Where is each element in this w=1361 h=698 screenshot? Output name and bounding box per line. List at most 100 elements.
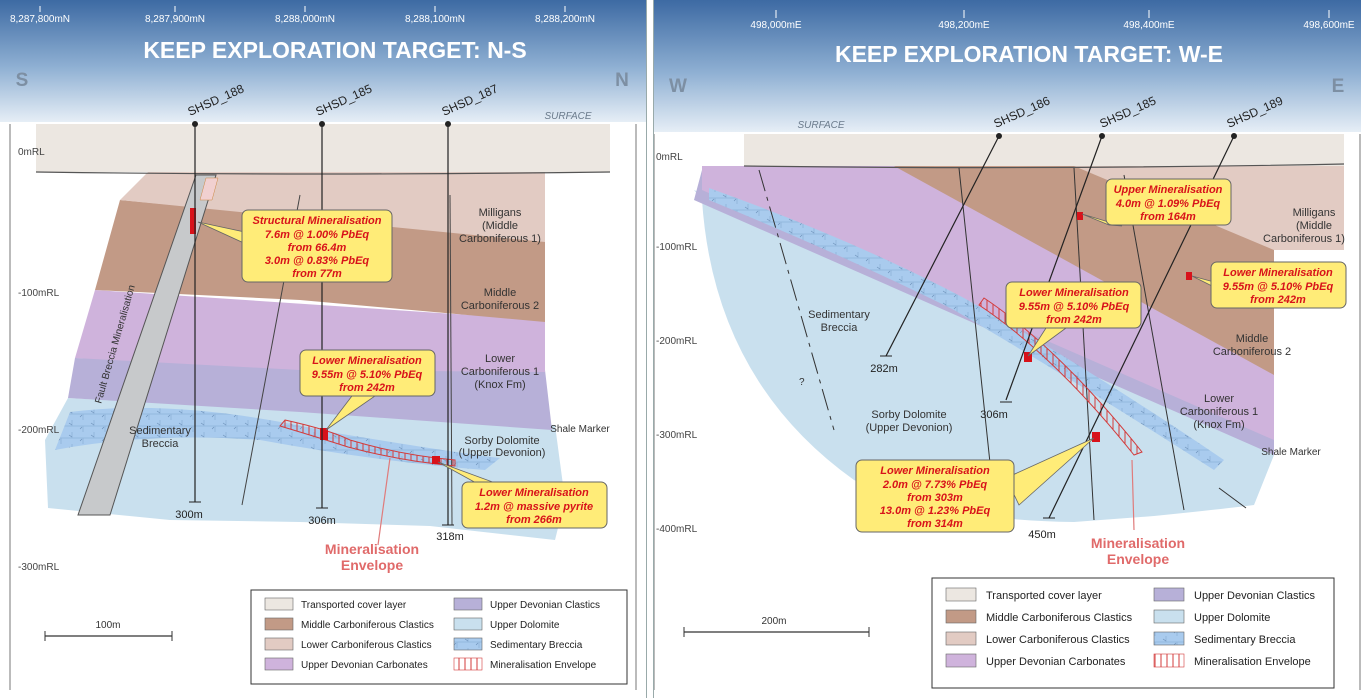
cross-section-we-figure: 498,000mE 498,200mE 498,400mE 498,600mE … — [654, 0, 1361, 690]
callout-title: Lower Mineralisation — [312, 355, 422, 367]
legend-label: Lower Carboniferous Clastics — [986, 634, 1130, 646]
unit-label: Carboniferous 1) — [1263, 233, 1345, 245]
legend-label: Upper Dolomite — [490, 620, 560, 631]
uncertain-mark: ? — [799, 377, 805, 388]
unit-label: (Upper Devonion) — [866, 422, 953, 434]
header-band — [0, 0, 646, 122]
callout-lower: Lower Mineralisation 9.55m @ 5.10% PbEq … — [299, 349, 436, 431]
callout-lower-right: Lower Mineralisation 9.55m @ 5.10% PbEq … — [1191, 261, 1347, 309]
unit-label: Sedimentary — [129, 425, 191, 437]
unit-label: Carboniferous 1 — [461, 366, 539, 378]
unit-label: (Upper Devonion) — [459, 447, 546, 459]
legend: Transported cover layer Middle Carbonife… — [931, 577, 1335, 689]
cross-section-we-panel: 498,000mE 498,200mE 498,400mE 498,600mE … — [653, 0, 1361, 698]
callout-title: Lower Mineralisation — [880, 465, 990, 477]
rl-label: 0mRL — [656, 152, 683, 163]
easting-label: 498,000mE — [750, 20, 801, 31]
surface-label: SURFACE — [544, 111, 591, 122]
unit-label: Middle — [484, 287, 516, 299]
section-title: KEEP EXPLORATION TARGET: W-E — [835, 41, 1223, 67]
unit-label: (Middle — [482, 220, 518, 232]
callout-line: 1.2m @ massive pyrite — [475, 501, 593, 513]
rl-label: -400mRL — [656, 524, 698, 535]
rl-label: -100mRL — [18, 288, 60, 299]
legend-label: Upper Devonian Clastics — [490, 600, 600, 611]
callout-line: 4.0m @ 1.09% PbEq — [1115, 198, 1221, 210]
unit-label: Breccia — [142, 438, 180, 450]
northing-label: 8,288,000mN — [275, 14, 335, 25]
callout-line: from 242m — [1046, 314, 1102, 326]
unit-label: Carboniferous 1) — [459, 233, 541, 245]
hole-depth: 300m — [175, 509, 203, 521]
callout-line: 7.6m @ 1.00% PbEq — [265, 229, 370, 241]
callout-title: Lower Mineralisation — [479, 487, 589, 499]
rl-label: 0mRL — [18, 147, 45, 158]
envelope-label: Envelope — [1107, 551, 1169, 567]
direction-label-w: W — [669, 76, 687, 97]
unit-label: Sorby Dolomite — [871, 409, 946, 421]
callout-line: from 242m — [339, 382, 395, 394]
shale-marker-label: Shale Marker — [550, 424, 610, 435]
legend-label: Middle Carboniferous Clastics — [301, 620, 434, 631]
northing-label: 8,287,800mN — [10, 14, 70, 25]
cross-section-ns-panel: 8,287,800mN 8,287,900mN 8,288,000mN 8,28… — [0, 0, 647, 698]
legend: Transported cover layer Middle Carbonife… — [250, 589, 628, 685]
scale-bar-label: 100m — [95, 620, 120, 631]
callout-line: 2.0m @ 7.73% PbEq — [882, 479, 988, 491]
section-title: KEEP EXPLORATION TARGET: N-S — [143, 37, 526, 63]
envelope-label: Envelope — [341, 557, 403, 573]
direction-label-e: E — [1332, 76, 1345, 97]
northing-label: 8,288,100mN — [405, 14, 465, 25]
callout-structural: Structural Mineralisation 7.6m @ 1.00% P… — [197, 209, 393, 283]
hole-depth: 306m — [980, 409, 1008, 421]
callout-line: 9.55m @ 5.10% PbEq — [312, 369, 423, 381]
legend-label: Sedimentary Breccia — [490, 640, 583, 651]
hole-depth: 282m — [870, 363, 898, 375]
unit-label: Milligans — [1293, 207, 1336, 219]
callout-line: from 314m — [907, 518, 963, 530]
legend-label: Middle Carboniferous Clastics — [986, 612, 1133, 624]
unit-label: Middle — [1236, 333, 1268, 345]
callout-title: Upper Mineralisation — [1114, 184, 1223, 196]
legend-label: Upper Devonian Clastics — [1194, 590, 1316, 602]
callout-line: 9.55m @ 5.10% PbEq — [1019, 301, 1130, 313]
callout-line: from 164m — [1140, 211, 1196, 223]
rl-label: -200mRL — [18, 425, 60, 436]
callout-title: Lower Mineralisation — [1223, 267, 1333, 279]
callout-line: from 266m — [506, 514, 562, 526]
unit-label: (Knox Fm) — [1193, 419, 1244, 431]
rl-label: -300mRL — [656, 430, 698, 441]
shale-marker-label: Shale Marker — [1261, 447, 1321, 458]
callout-line: 3.0m @ 0.83% PbEq — [265, 255, 370, 267]
legend-label: Mineralisation Envelope — [490, 660, 597, 671]
cross-section-ns-figure: 8,287,800mN 8,287,900mN 8,288,000mN 8,28… — [0, 0, 646, 690]
scale-bar-label: 200m — [761, 616, 786, 627]
callout-line: 13.0m @ 1.23% PbEq — [880, 505, 991, 517]
easting-label: 498,200mE — [938, 20, 989, 31]
callout-line: 9.55m @ 5.10% PbEq — [1223, 281, 1334, 293]
rl-label: -100mRL — [656, 242, 698, 253]
unit-label: Milligans — [479, 207, 522, 219]
legend-label: Upper Devonian Carbonates — [986, 656, 1126, 668]
callout-title: Structural Mineralisation — [253, 215, 382, 227]
northing-label: 8,287,900mN — [145, 14, 205, 25]
unit-label: Carboniferous 2 — [461, 300, 539, 312]
unit-label: Lower — [1204, 393, 1234, 405]
envelope-label: Mineralisation — [325, 541, 419, 557]
unit-label: (Middle — [1296, 220, 1332, 232]
rl-label: -300mRL — [18, 562, 60, 573]
legend-label: Upper Dolomite — [1194, 612, 1270, 624]
easting-label: 498,600mE — [1303, 20, 1354, 31]
direction-label-n: N — [615, 70, 629, 91]
legend-label: Upper Devonian Carbonates — [301, 660, 428, 671]
legend-label: Transported cover layer — [301, 600, 407, 611]
rl-label: -200mRL — [656, 336, 698, 347]
drill-holes — [189, 121, 454, 526]
unit-label: Carboniferous 1 — [1180, 406, 1258, 418]
unit-label: Sorby Dolomite — [464, 435, 539, 447]
legend-label: Transported cover layer — [986, 590, 1102, 602]
callout-line: from 77m — [292, 268, 342, 280]
surface-label: SURFACE — [797, 120, 844, 131]
unit-label: Carboniferous 2 — [1213, 346, 1291, 358]
direction-label-s: S — [16, 70, 29, 91]
